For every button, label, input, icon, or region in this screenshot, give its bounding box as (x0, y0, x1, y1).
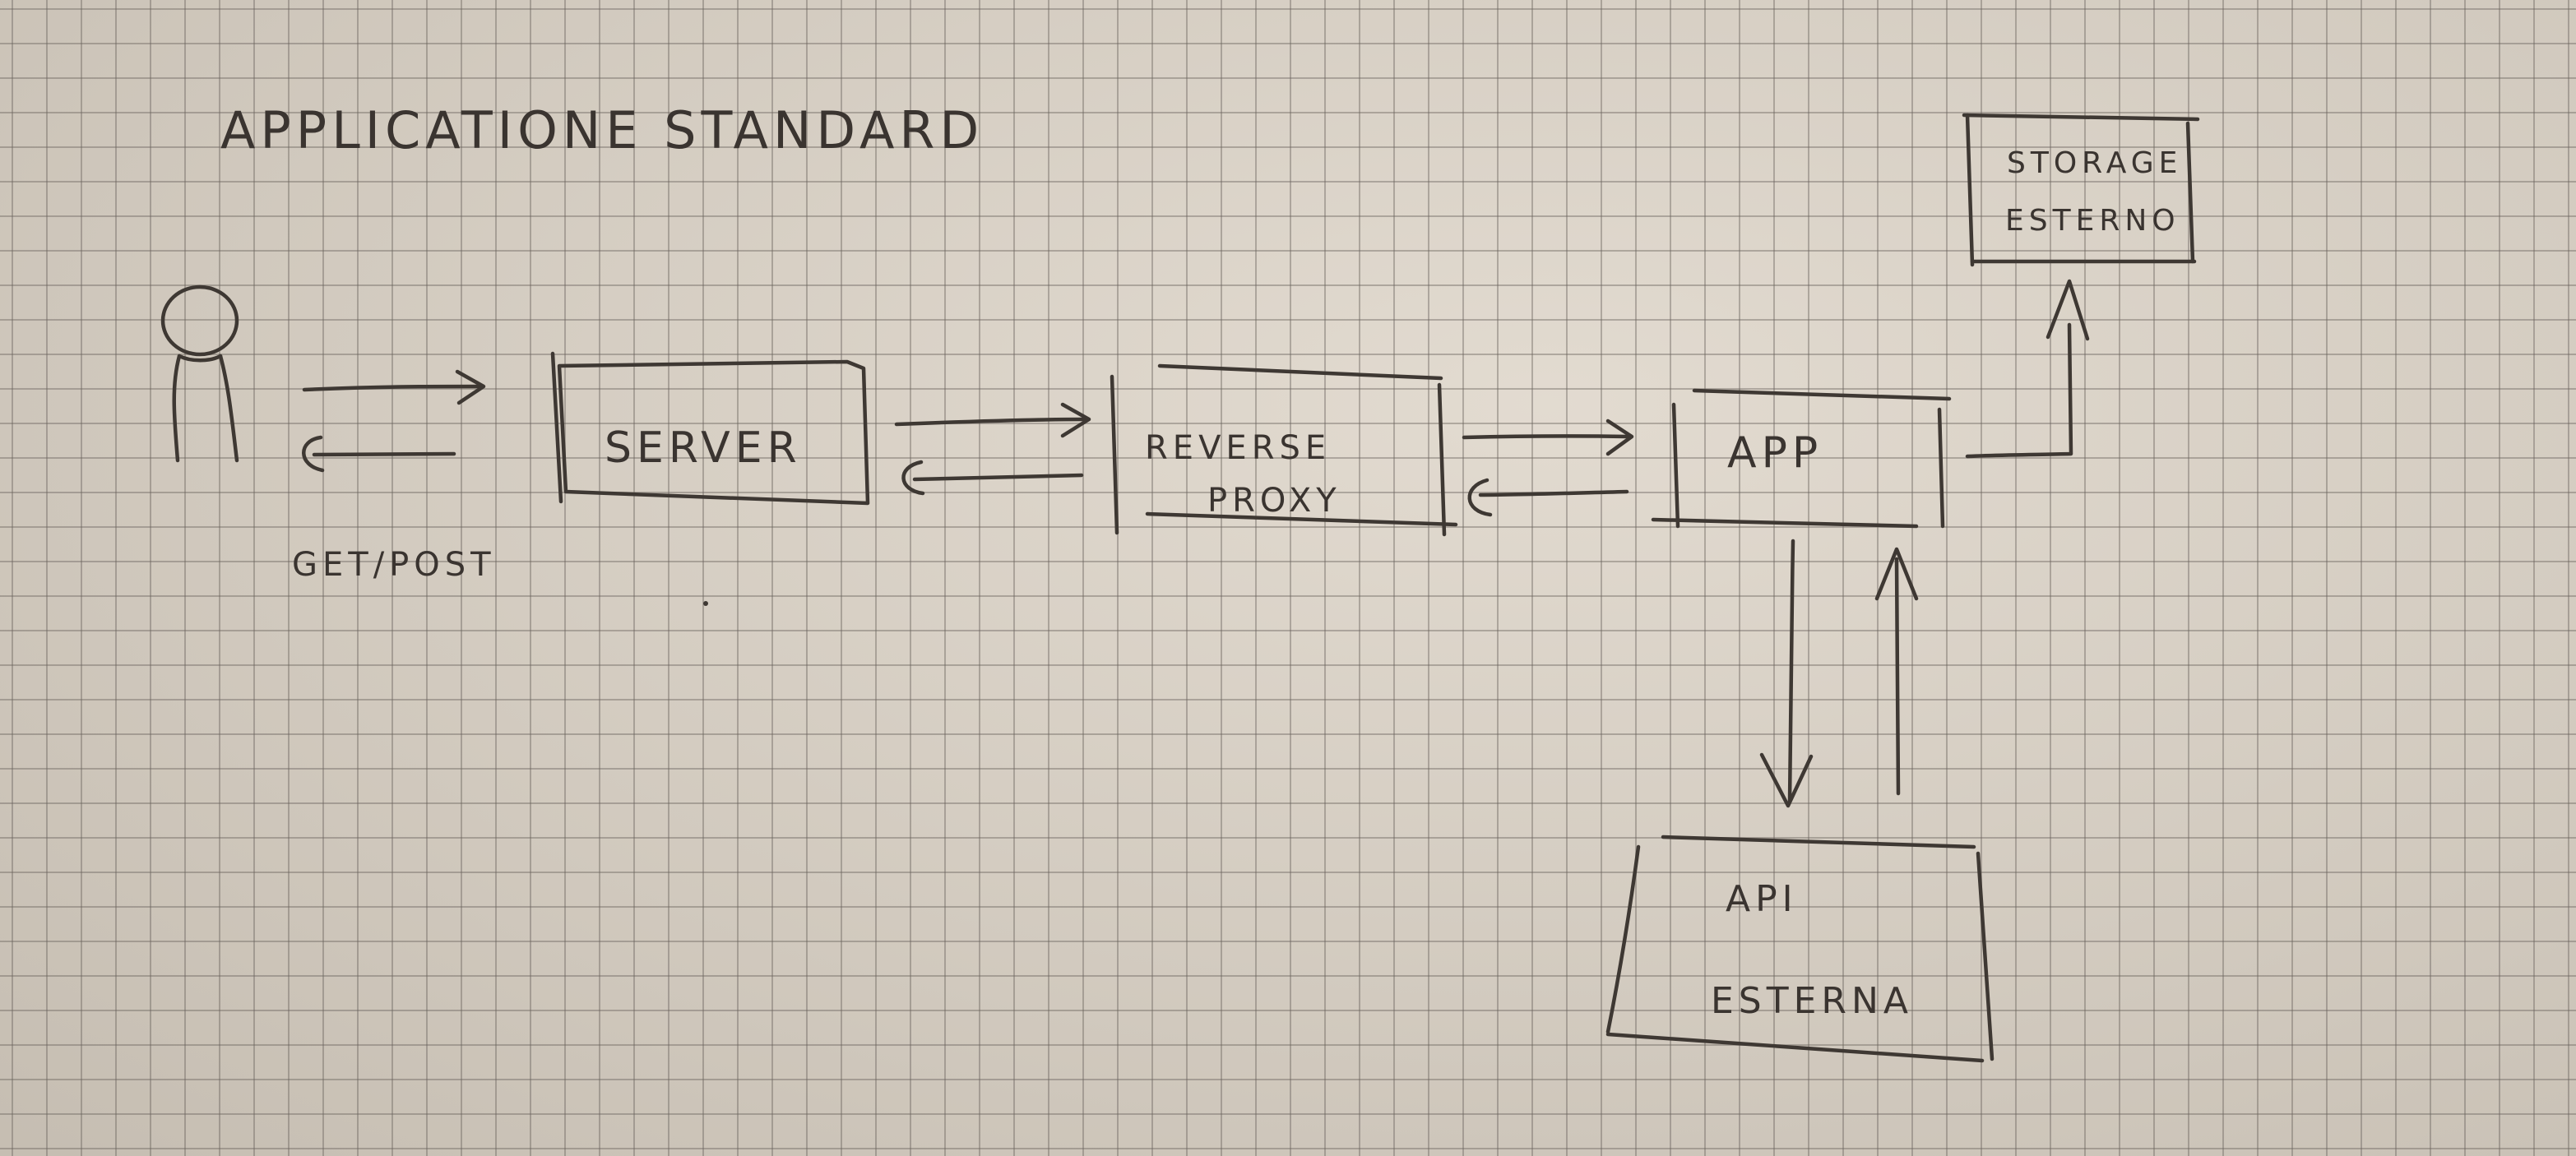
reverse-proxy-label-line2: PROXY (1207, 482, 1341, 520)
app-to-api-arrow-icon (1759, 539, 1814, 808)
diagram-title: APPLICATIONE STANDARD (220, 100, 984, 160)
reverse-proxy-node: REVERSE PROXY (1110, 363, 1458, 537)
reverse-proxy-label-line1: REVERSE (1145, 429, 1331, 467)
request-method-label: GET/POST (292, 546, 496, 584)
app-label: APP (1727, 428, 1823, 478)
server-to-proxy-arrow-icon (894, 402, 1091, 438)
server-box (557, 359, 870, 506)
server-node: SERVER (550, 351, 870, 506)
server-to-user-arrow-icon (302, 435, 456, 473)
pen-dot (703, 601, 708, 606)
app-to-proxy-arrow-icon (1467, 478, 1629, 517)
storage-label-line2: ESTERNO (2005, 204, 2180, 238)
api-label-line2: ESTERNA (1711, 980, 1913, 1022)
app-to-storage-arrow-icon (1965, 279, 2090, 459)
api-node: API ESTERNA (1605, 835, 1995, 1063)
proxy-to-server-arrow-icon (901, 460, 1084, 496)
app-node: APP (1651, 388, 1952, 529)
api-label-line1: API (1726, 878, 1798, 920)
user-to-server-arrow-icon (302, 369, 486, 405)
api-to-app-arrow-icon (1874, 547, 1919, 796)
storage-label-line1: STORAGE (2007, 146, 2182, 180)
proxy-to-app-arrow-icon (1462, 418, 1634, 456)
user-figure-icon (160, 284, 239, 463)
server-label: SERVER (605, 423, 802, 473)
storage-node: STORAGE ESTERNO (1962, 113, 2200, 267)
